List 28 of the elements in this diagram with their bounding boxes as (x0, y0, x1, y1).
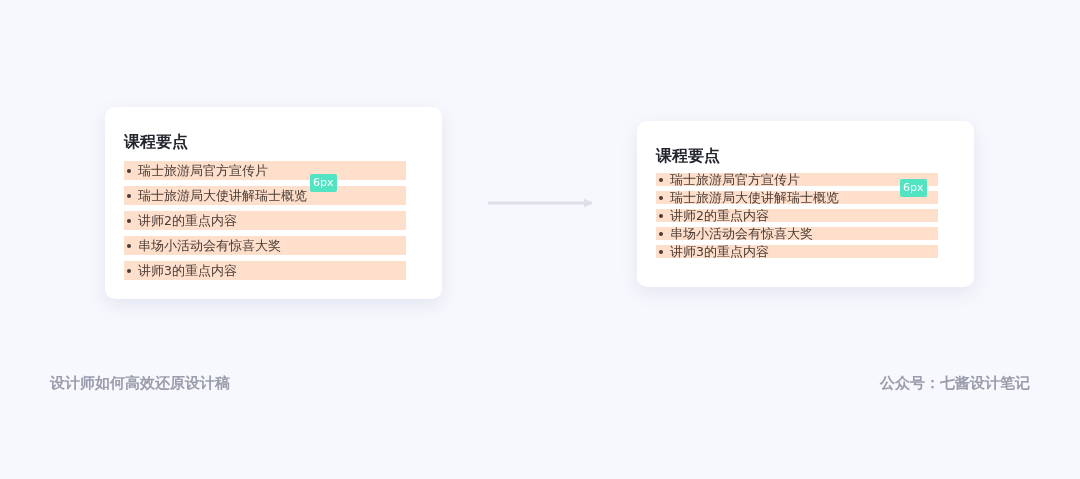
card-title: 课程要点 (124, 132, 188, 152)
spacing-badge: 6px (900, 179, 927, 197)
list-item-text: 瑞士旅游局大使讲解瑞士概览 (138, 187, 307, 204)
arrow (488, 198, 593, 208)
list-item-text: 串场小活动会有惊喜大奖 (138, 237, 281, 254)
card (105, 107, 442, 299)
list-item-text: 讲师3的重点内容 (670, 243, 769, 260)
list-item (124, 261, 406, 280)
card-title: 课程要点 (656, 146, 720, 166)
list-item-text: 讲师2的重点内容 (670, 207, 769, 224)
list-item-text: 讲师2的重点内容 (138, 212, 237, 229)
card (637, 121, 974, 287)
list-item (656, 191, 938, 204)
list-item (656, 245, 938, 258)
list-item (656, 227, 938, 240)
footer-credit: 公众号：七酱设计笔记 (880, 374, 1030, 393)
list-item (124, 211, 406, 230)
list-item-text: 串场小活动会有惊喜大奖 (670, 225, 813, 242)
list-item-text: 瑞士旅游局大使讲解瑞士概览 (670, 189, 839, 206)
spacing-badge: 6px (310, 174, 337, 192)
list-item-text: 讲师3的重点内容 (138, 262, 237, 279)
list-item (124, 161, 406, 180)
list-item (124, 186, 406, 205)
list-item-text: 瑞士旅游局官方宣传片 (138, 162, 268, 179)
list-item-text: 瑞士旅游局官方宣传片 (670, 171, 800, 188)
footer-caption: 设计师如何高效还原设计稿 (50, 374, 230, 393)
list-item (124, 236, 406, 255)
list-item (656, 209, 938, 222)
